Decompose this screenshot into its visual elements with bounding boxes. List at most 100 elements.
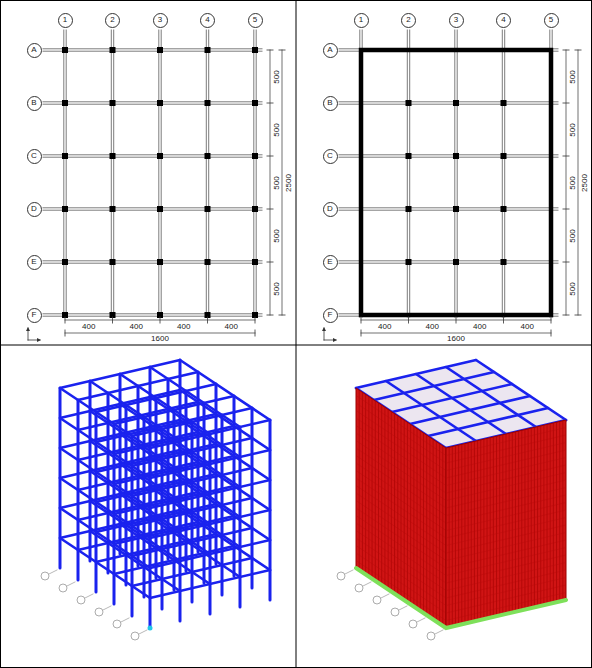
wall-mesh	[356, 478, 446, 538]
dimension-tick	[575, 315, 581, 316]
column	[205, 259, 211, 265]
grid-label: 2	[406, 16, 410, 24]
grid-bubble: A	[27, 43, 42, 58]
dimension-tick	[255, 317, 256, 323]
column	[157, 47, 163, 53]
wall-mesh	[446, 450, 566, 478]
column	[252, 100, 258, 106]
grid-label: 3	[454, 16, 458, 24]
dimension-label: 400	[426, 323, 439, 331]
dimension-label: 400	[177, 323, 190, 331]
column	[62, 47, 68, 53]
column	[110, 47, 116, 53]
frame-member	[114, 456, 234, 484]
grid-label: 3	[158, 16, 162, 24]
dimension-tick	[551, 330, 552, 336]
column	[110, 206, 116, 212]
wall-mesh	[446, 495, 566, 523]
wall-mesh	[356, 448, 446, 508]
dimension-tick	[267, 315, 273, 316]
dimension-line	[65, 333, 255, 334]
column	[501, 206, 507, 212]
frame-member	[132, 438, 252, 466]
grid-label: F	[32, 311, 37, 319]
grid-line	[339, 154, 558, 155]
wall-face	[446, 420, 566, 628]
grid-line	[43, 104, 262, 105]
grid-line	[63, 30, 64, 317]
column	[501, 153, 507, 159]
frame-member	[150, 510, 270, 538]
grid-line	[43, 51, 262, 52]
grid-line	[43, 154, 262, 155]
dimension-line	[361, 333, 551, 334]
leader-line	[363, 582, 371, 586]
grid-label: A	[327, 46, 332, 54]
column	[252, 206, 258, 212]
dimension-label: 500	[273, 70, 281, 83]
dimension-label: 500	[569, 70, 577, 83]
column	[406, 100, 412, 106]
grid-line	[43, 101, 262, 102]
wall-mesh	[446, 510, 566, 538]
grid-line	[43, 48, 262, 49]
wall-mesh	[356, 463, 446, 523]
grid-line	[43, 210, 262, 211]
grid-bubble	[409, 620, 417, 628]
grid-label: C	[31, 152, 37, 160]
wall-mesh	[356, 403, 446, 463]
frame-member	[78, 372, 198, 400]
column	[252, 259, 258, 265]
dimension-tick	[563, 315, 569, 316]
grid-bubble: 4	[200, 13, 215, 28]
column	[252, 47, 258, 53]
grid-label: 1	[63, 16, 67, 24]
dimension-tick	[563, 209, 569, 210]
wall-mesh	[446, 563, 566, 591]
grid-line	[409, 30, 410, 317]
frame-member	[114, 486, 234, 514]
frame-member	[356, 360, 476, 388]
frame-member	[114, 546, 234, 574]
grid-line	[407, 30, 408, 317]
grid-label: C	[327, 152, 333, 160]
grid-bubble: A	[323, 43, 338, 58]
dimension-label: 500	[273, 176, 281, 189]
dimension-label: 500	[273, 229, 281, 242]
dimension-tick	[65, 317, 66, 323]
grid-line	[339, 210, 558, 211]
column	[205, 206, 211, 212]
dimension-label: 2500	[581, 174, 589, 192]
wall-mesh	[446, 465, 566, 493]
column	[501, 100, 507, 106]
column	[252, 153, 258, 159]
frame-member	[150, 540, 270, 568]
grid-line	[256, 30, 257, 317]
grid-label: A	[31, 46, 36, 54]
shear-wall	[361, 50, 551, 315]
dimension-tick	[267, 50, 273, 51]
grid-bubble: B	[323, 96, 338, 111]
panel-divider	[0, 345, 592, 346]
grid-bubble: D	[27, 202, 42, 217]
dimension-tick	[267, 262, 273, 263]
column	[157, 153, 163, 159]
wall-mesh	[356, 538, 446, 598]
dimension-label: 1600	[447, 335, 465, 343]
leader-line	[399, 606, 407, 610]
grid-line	[43, 207, 262, 208]
column	[406, 206, 412, 212]
wall-mesh	[446, 585, 566, 613]
wall-mesh	[356, 531, 446, 591]
grid-label: 5	[253, 16, 257, 24]
leader-line	[381, 594, 389, 598]
grid-bubble: 3	[449, 13, 464, 28]
wall-mesh	[356, 561, 446, 621]
wall-mesh	[356, 508, 446, 568]
dimension-tick	[160, 317, 161, 323]
grid-line	[43, 260, 262, 261]
wall-mesh	[446, 503, 566, 531]
frame-member	[392, 384, 512, 412]
column	[205, 153, 211, 159]
